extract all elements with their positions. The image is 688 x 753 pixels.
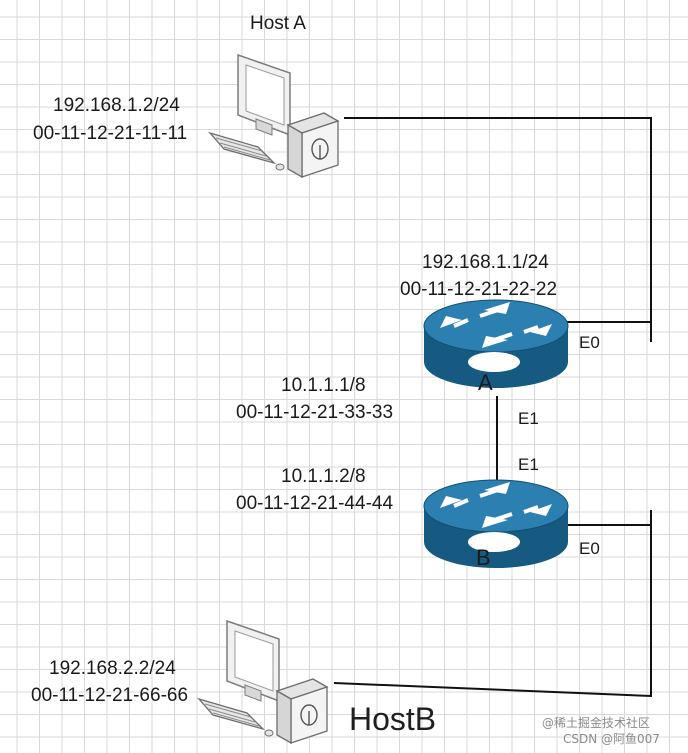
- router-b-e1-ip: 10.1.1.2/8: [281, 466, 366, 487]
- router-a-e0-port: E0: [579, 333, 600, 352]
- watermark-line-1: @稀土掘金技术社区: [542, 716, 651, 730]
- router-b-e0-port: E0: [579, 539, 600, 558]
- host-a-mac: 00-11-12-21-11-11: [33, 123, 188, 144]
- router-b-icon: [422, 478, 570, 570]
- router-a-e0-ip: 192.168.1.1/24: [422, 252, 549, 273]
- router-b-e1-mac: 00-11-12-21-44-44: [236, 493, 394, 514]
- link-hosta-routera: [344, 117, 652, 342]
- router-a-label: A: [478, 370, 493, 395]
- router-b-e1-port: E1: [518, 455, 539, 474]
- link-routerb-hostb: [333, 510, 652, 698]
- host-a-name: Host A: [250, 13, 306, 34]
- host-b-computer-icon: [198, 620, 328, 744]
- router-a-e1-ip: 10.1.1.1/8: [281, 375, 366, 396]
- host-a-computer-icon: [209, 54, 339, 178]
- router-a-icon: [422, 298, 570, 390]
- watermark-line-2: CSDN @阿鱼007: [563, 732, 660, 746]
- network-links: [333, 117, 652, 698]
- host-a-ip: 192.168.1.2/24: [53, 95, 180, 116]
- host-b-ip: 192.168.2.2/24: [49, 658, 176, 679]
- router-a-e1-port: E1: [518, 409, 539, 428]
- router-a-e1-mac: 00-11-12-21-33-33: [236, 402, 394, 423]
- host-b-name: HostB: [349, 701, 437, 737]
- host-b-mac: 00-11-12-21-66-66: [31, 685, 189, 706]
- router-a-e0-mac: 00-11-12-21-22-22: [400, 279, 558, 300]
- router-b-label: B: [476, 545, 491, 570]
